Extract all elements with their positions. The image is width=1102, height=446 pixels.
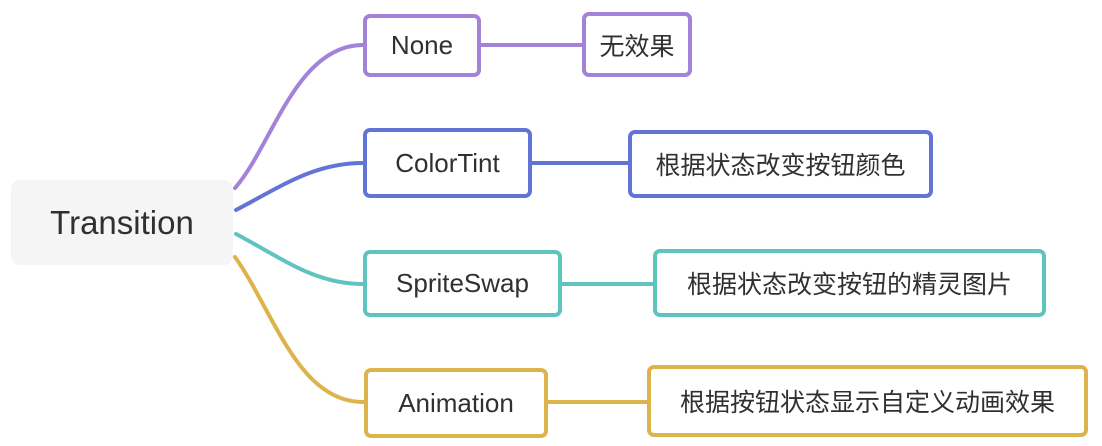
- node-animation-description[interactable]: 根据按钮状态显示自定义动画效果: [647, 365, 1088, 437]
- node-colortint-description[interactable]: 根据状态改变按钮颜色: [628, 130, 933, 198]
- branch-curve-none: [233, 43, 365, 190]
- node-spriteswap-label: SpriteSwap: [396, 268, 529, 298]
- node-spriteswap[interactable]: SpriteSwap: [363, 250, 562, 317]
- node-colortint-label: ColorTint: [395, 147, 500, 178]
- node-animation-description-label: 根据按钮状态显示自定义动画效果: [679, 389, 1055, 417]
- node-spriteswap-description-label: 根据状态改变按钮的精灵图片: [686, 271, 1012, 299]
- node-spriteswap-description[interactable]: 根据状态改变按钮的精灵图片: [653, 249, 1046, 317]
- branch-curve-spriteswap: [234, 232, 365, 286]
- node-animation-label: Animation: [398, 387, 514, 418]
- node-animation[interactable]: Animation: [364, 368, 548, 438]
- root-node-label: Transition: [50, 203, 194, 241]
- node-colortint-description-label: 根据状态改变按钮颜色: [655, 152, 906, 180]
- node-none[interactable]: None: [363, 14, 481, 77]
- node-none-description-label: 无效果: [599, 32, 675, 61]
- node-colortint[interactable]: ColorTint: [363, 128, 532, 198]
- branch-curve-animation: [233, 255, 365, 404]
- root-node-transition[interactable]: Transition: [11, 180, 233, 265]
- branch-curve-colortint: [234, 161, 365, 212]
- node-none-description[interactable]: 无效果: [582, 12, 692, 77]
- node-none-label: None: [390, 30, 454, 60]
